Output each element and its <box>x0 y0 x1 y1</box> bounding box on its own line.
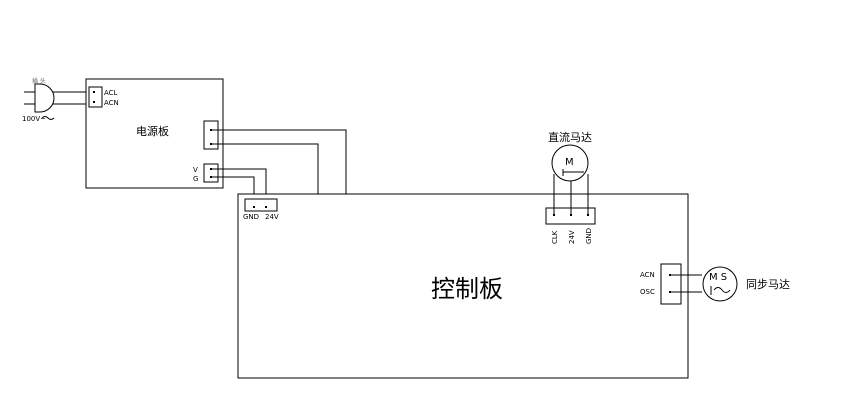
dc-motor-title: 直流马达 <box>548 130 592 144</box>
power-board-ac-input-connector: ACL ACN <box>88 86 119 108</box>
control-board-dc-motor-connector: CLK 24V GND <box>545 207 596 244</box>
sync-motor-symbol: M S <box>709 272 727 283</box>
control-pin-24v: 24V <box>265 213 279 221</box>
plug-label: 插 头 <box>32 77 46 85</box>
sync-motor-title: 同步马达 <box>746 278 790 291</box>
power-board-title: 电源板 <box>136 124 169 138</box>
control-board-outline <box>237 193 689 379</box>
dc-motor-pin-gnd: GND <box>585 228 593 244</box>
dc-motor: 直流马达 M <box>548 130 592 214</box>
power-pin-acl: ACL <box>104 89 118 97</box>
control-board-power-connector: GND 24V <box>243 198 279 221</box>
plug-icon <box>24 83 88 113</box>
ac-symbol-icon <box>41 116 55 120</box>
power-board-outline <box>85 78 224 189</box>
power-pin-v: V <box>193 166 198 174</box>
plug-voltage: 100V~ <box>22 115 46 123</box>
control-board: 控制板 GND 24V CLK 24V GND ACN OSC <box>237 193 689 379</box>
sync-motor: M S 同步马达 <box>670 266 790 302</box>
sync-motor-pin-acn: ACN <box>640 271 655 279</box>
dc-motor-symbol: M <box>565 157 574 168</box>
control-board-title: 控制板 <box>431 275 503 303</box>
power-board: 电源板 ACL ACN V G <box>85 78 224 189</box>
sync-motor-ac-icon <box>713 287 731 293</box>
power-pin-g: G <box>193 175 198 183</box>
plug: 插 头 100V~ <box>22 77 88 123</box>
power-pin-acn: ACN <box>104 99 119 107</box>
power-board-vg-connector: V G <box>193 163 219 183</box>
sync-motor-pin-osc: OSC <box>640 288 655 296</box>
control-pin-gnd: GND <box>243 213 259 221</box>
dc-motor-pin-24v: 24V <box>568 230 576 244</box>
dc-motor-pin-clk: CLK <box>551 230 559 244</box>
power-board-signal-connector <box>203 120 219 150</box>
